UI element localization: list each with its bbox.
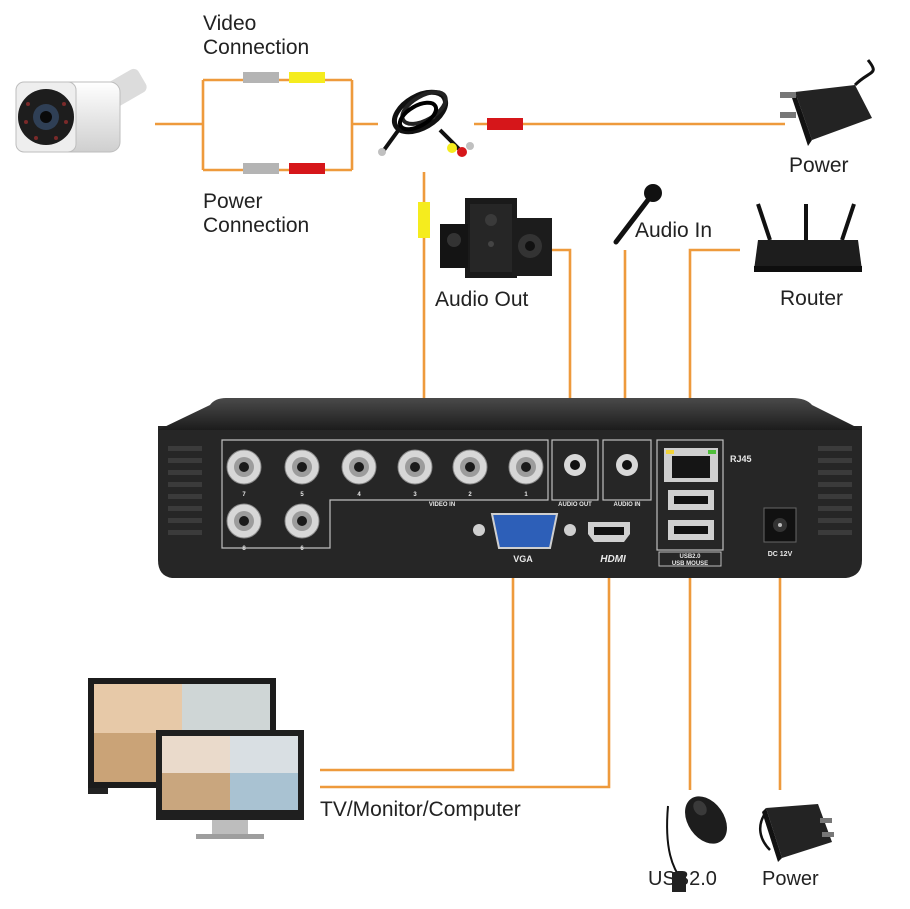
usb-ports xyxy=(668,490,714,540)
hdmi-label: HDMI xyxy=(600,554,626,565)
usb-mouse-label: USB MOUSE xyxy=(672,561,708,567)
usb-mouse-icon xyxy=(666,796,727,892)
channel-number-label: 8 xyxy=(242,546,246,552)
video-connection-label: Video xyxy=(203,12,256,35)
hdmi-port xyxy=(588,522,630,542)
power-label-top: Power xyxy=(789,154,849,177)
computer-monitor-icon xyxy=(156,730,304,839)
speakers-icon xyxy=(440,198,552,278)
gray-plug-icon xyxy=(243,72,279,83)
channel-number-label: 3 xyxy=(413,492,417,498)
usb20-label: USB2.0 xyxy=(648,868,717,890)
channel-number-label: 7 xyxy=(242,492,246,498)
channel-number-label: 5 xyxy=(300,492,304,498)
channel-number-label: 1 xyxy=(524,492,528,498)
wires xyxy=(155,78,785,790)
microphone-icon xyxy=(613,184,662,245)
bnc-port: 6 xyxy=(284,503,320,552)
channel-number-label: 4 xyxy=(357,492,361,498)
router-label: Router xyxy=(780,287,843,310)
tv-monitor-computer-label: TV/Monitor/Computer xyxy=(320,798,521,821)
bnc-port: 1 xyxy=(508,449,544,498)
rj45-label: RJ45 xyxy=(730,454,752,464)
audio-in-label: Audio In xyxy=(635,219,712,242)
dvr-recorder xyxy=(158,398,862,578)
rj45-port xyxy=(664,448,718,482)
power-adapter-icon xyxy=(758,804,834,862)
red-plug-icon xyxy=(487,118,523,130)
gray-plug-icon xyxy=(243,163,279,174)
dc-label: DC 12V xyxy=(768,551,793,558)
yellow-plug-icon xyxy=(418,202,430,238)
bnc-port: 4 xyxy=(341,449,377,498)
bullet-camera-icon xyxy=(15,68,147,153)
channel-number-label: 6 xyxy=(300,546,304,552)
video-connection-label-2: Connection xyxy=(203,36,309,59)
power-connection-label-2: Connection xyxy=(203,214,309,237)
bnc-connectors: 7 5 4 3 2 1 8 6 xyxy=(226,449,544,552)
yellow-plug-icon xyxy=(289,72,325,83)
audio-out-panel-label: AUDIO OUT xyxy=(558,502,592,508)
red-plug-icon xyxy=(289,163,325,174)
bnc-cable-icon xyxy=(378,89,474,157)
router-icon xyxy=(754,203,862,272)
power-adapter-icon xyxy=(780,59,875,146)
audio-in-panel-label: AUDIO IN xyxy=(614,502,641,508)
bnc-port: 7 xyxy=(226,449,262,498)
vga-port xyxy=(473,513,576,549)
power-connection-label: Power xyxy=(203,190,263,213)
video-in-label: VIDEO IN xyxy=(429,502,455,508)
audio-out-label: Audio Out xyxy=(435,288,529,311)
vga-label: VGA xyxy=(513,554,533,564)
bnc-port: 3 xyxy=(397,449,433,498)
power-label-bottom: Power xyxy=(762,868,819,890)
dc-power-port xyxy=(763,507,797,543)
bnc-port: 2 xyxy=(452,449,488,498)
channel-number-label: 2 xyxy=(468,492,472,498)
usb-label: USB2.0 xyxy=(679,554,701,560)
bnc-port: 8 xyxy=(226,503,262,552)
bnc-port: 5 xyxy=(284,449,320,498)
